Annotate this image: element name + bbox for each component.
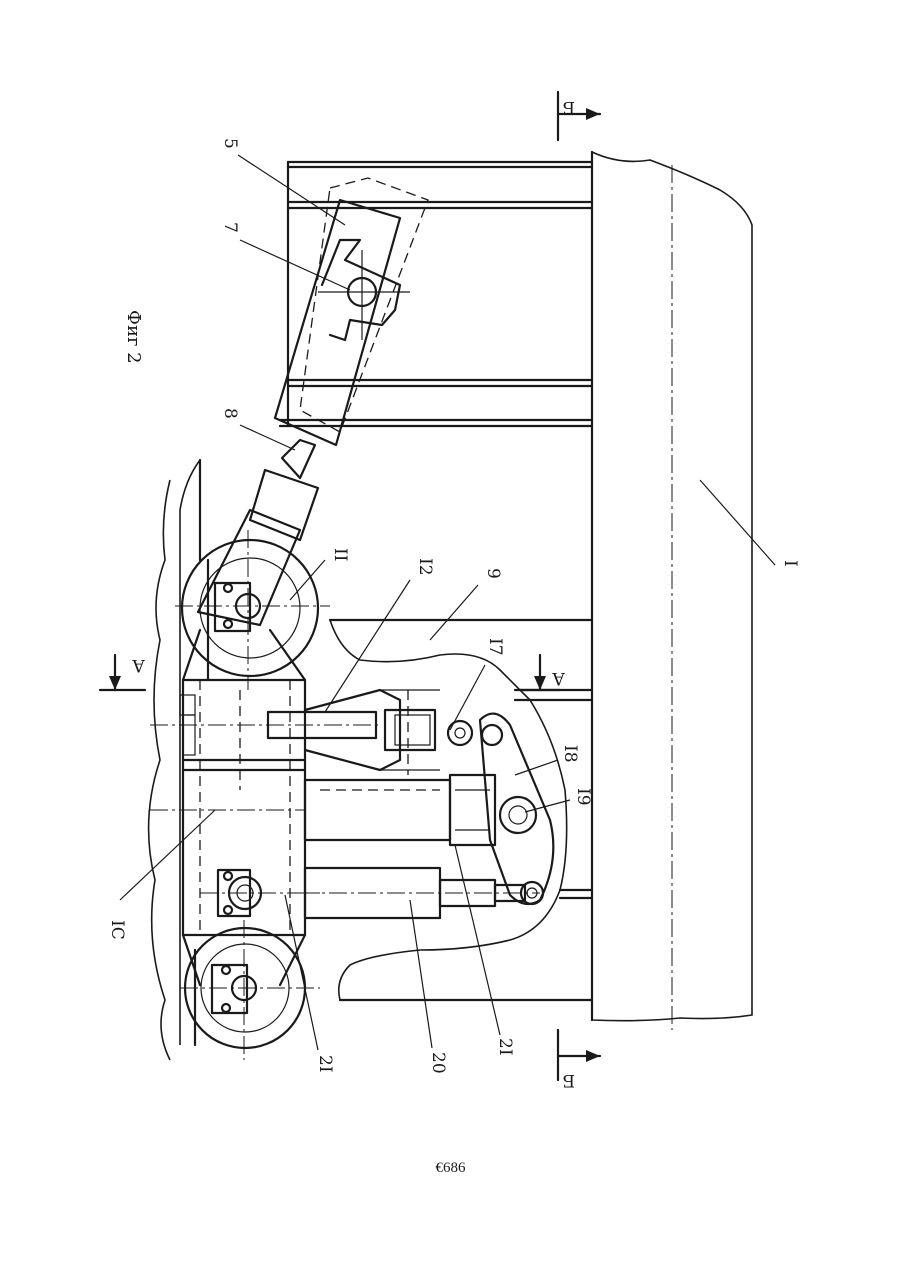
rod-12 xyxy=(268,690,472,775)
label-8: 8 xyxy=(220,408,295,450)
lever xyxy=(480,714,553,904)
svg-text:2I: 2I xyxy=(495,1038,515,1056)
svg-text:I: I xyxy=(780,560,800,567)
figure-caption: Фиг 2 xyxy=(123,310,144,364)
svg-text:Б: Б xyxy=(563,1070,576,1090)
svg-text:А: А xyxy=(552,668,565,688)
svg-text:8: 8 xyxy=(220,408,240,419)
section-mark-b-bottom: Б xyxy=(558,1030,600,1090)
svg-text:I8: I8 xyxy=(560,745,580,763)
svg-text:5: 5 xyxy=(220,138,240,149)
section-mark-a-right: А xyxy=(520,655,565,690)
svg-text:I9: I9 xyxy=(573,788,593,806)
base-frame xyxy=(592,152,752,1030)
label-11: II xyxy=(290,548,350,600)
svg-text:Б: Б xyxy=(563,97,576,117)
svg-text:А: А xyxy=(132,655,145,675)
ground-break xyxy=(149,480,170,1060)
label-21-right: 2I xyxy=(455,845,515,1056)
svg-text:I2: I2 xyxy=(415,558,435,576)
label-9: 9 xyxy=(430,568,503,640)
svg-text:7: 7 xyxy=(220,222,240,233)
label-1: I xyxy=(700,480,800,567)
lower-wheel xyxy=(180,920,320,1060)
frame-bars xyxy=(280,162,592,1000)
svg-text:2I: 2I xyxy=(315,1055,335,1073)
svg-text:II: II xyxy=(330,548,350,561)
svg-text:20: 20 xyxy=(428,1052,448,1074)
label-10: IC xyxy=(107,810,215,940)
label-17: I7 xyxy=(450,638,505,730)
label-20: 20 xyxy=(410,900,448,1074)
cylinder-21 xyxy=(305,775,495,845)
svg-text:IC: IC xyxy=(107,920,127,940)
section-mark-b-top: Б xyxy=(558,92,600,140)
svg-text:9: 9 xyxy=(483,568,503,579)
page-number: €686 xyxy=(0,1160,901,1177)
label-21-left: 2I xyxy=(285,895,335,1073)
section-mark-a-left: А xyxy=(100,655,145,690)
tilt-cylinder xyxy=(198,178,428,625)
svg-text:I7: I7 xyxy=(485,638,505,656)
